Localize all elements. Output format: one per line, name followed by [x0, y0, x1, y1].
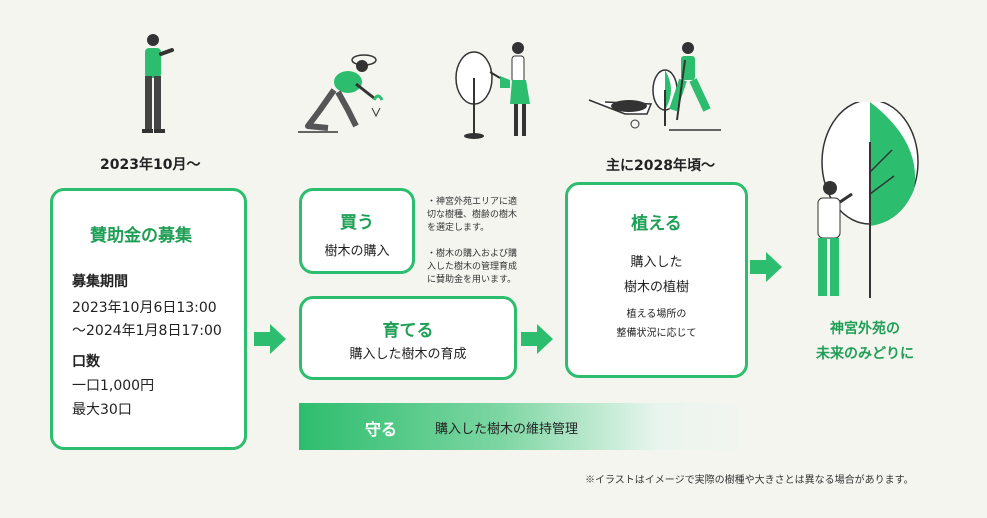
buy-title: 買う	[302, 208, 412, 233]
arrow-right-icon	[750, 250, 784, 284]
gardener-kneeling-illustration	[298, 48, 388, 136]
buy-note-line: に賛助金を用います。	[427, 274, 537, 287]
period-start: 2023年10月6日13:00	[72, 297, 217, 317]
units-label: 口数	[72, 351, 100, 371]
person-with-tree-illustration	[800, 102, 930, 304]
buy-note-line: 入した樹木の管理育成	[427, 261, 537, 274]
start-date-label: 2023年10月〜	[100, 154, 200, 174]
plant-note-line2: 整備状況に応じて	[568, 324, 745, 339]
buy-notes: ・神宮外苑エリアに適 切な樹種、樹齢の樹木 を選定します。 ・樹木の購入および購…	[427, 196, 537, 287]
buy-note-line: を選定します。	[427, 222, 537, 235]
plant-title: 植える	[568, 209, 745, 234]
period-end: 〜2024年1月8日17:00	[72, 320, 222, 340]
protect-title: 守る	[365, 416, 397, 440]
plant-desc-line1: 購入した	[568, 251, 745, 270]
fundraise-card: 賛助金の募集 募集期間 2023年10月6日13:00 〜2024年1月8日17…	[50, 188, 247, 450]
plant-card: 植える 購入した 樹木の植樹 植える場所の 整備状況に応じて	[565, 182, 748, 378]
buy-note-line: ・神宮外苑エリアに適	[427, 196, 537, 209]
buy-note-line: 切な樹種、樹齢の樹木	[427, 209, 537, 222]
fundraise-title: 賛助金の募集	[90, 221, 192, 246]
protect-band: 守る 購入した樹木の維持管理	[299, 403, 748, 450]
watering-tree-illustration	[452, 38, 548, 140]
planting-date-label: 主に2028年頃〜	[606, 155, 715, 175]
goal-line1: 神宮外苑の	[790, 318, 940, 338]
unit-price: 一口1,000円	[72, 375, 154, 395]
grow-desc: 購入した樹木の育成	[302, 343, 514, 362]
protect-desc: 購入した樹木の維持管理	[435, 418, 578, 437]
buy-note-line: ・樹木の購入および購	[427, 248, 537, 261]
plant-desc-line2: 樹木の植樹	[568, 276, 745, 295]
arrow-right-icon	[254, 322, 288, 356]
wheelbarrow-planting-illustration	[585, 40, 725, 136]
goal-line2: 未来のみどりに	[790, 343, 940, 363]
footnote: ※イラストはイメージで実際の樹種や大きさとは異なる場合があります。	[585, 471, 914, 486]
arrow-right-icon	[521, 322, 555, 356]
buy-card: 買う 樹木の購入	[299, 188, 415, 274]
buy-desc: 樹木の購入	[302, 240, 412, 259]
max-units: 最大30口	[72, 399, 132, 419]
buy-note-line	[427, 235, 537, 248]
person-pointing-illustration	[128, 30, 178, 138]
grow-title: 育てる	[302, 316, 514, 341]
grow-card: 育てる 購入した樹木の育成	[299, 296, 517, 380]
period-label: 募集期間	[72, 271, 128, 291]
plant-note-line1: 植える場所の	[568, 305, 745, 320]
